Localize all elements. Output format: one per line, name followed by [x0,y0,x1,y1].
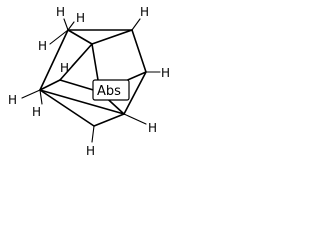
bond-h-left-upper [49,29,69,45]
bond-c1-c3 [39,29,69,91]
bond-h-center [71,43,93,67]
h-left-upper-label: H [38,39,47,53]
bond-c3-c8 [39,79,61,91]
h-label-group: H H H H H H H H H H [8,5,170,158]
abs-box [92,79,130,101]
h-bottom-mid-label: H [86,144,95,158]
h-left-lower-label: H [8,93,17,107]
bond-c1-c5 [67,29,93,45]
bond-group [39,29,147,127]
abs-label: Abs [97,84,121,99]
h-top-left-label: H [56,5,65,19]
h-bond-group [21,18,161,143]
bond-h-top-mid [67,21,75,31]
bond-c4-c7 [123,71,147,115]
molecule-structure: H H H H H H H H H H Abs [8,5,170,158]
bond-c2-c5 [91,29,133,45]
bond-h-left-lower [21,89,41,99]
bond-h-top-right [131,18,141,31]
abs-stereo-badge: Abs [92,79,130,101]
h-right-mid-label: H [161,66,170,80]
bond-c2-c4 [131,29,147,73]
h-top-right-label: H [140,5,149,19]
bond-h-bottom-right [123,113,147,125]
bond-c6-c7 [93,113,125,127]
bond-h-top-left [63,18,69,31]
h-top-mid-label: H [76,11,85,25]
bond-c3-c6 [39,89,95,127]
h-center-label: H [60,61,69,75]
bond-h-bottom-mid [91,125,95,143]
h-bottom-left-label: H [32,105,41,119]
bond-h-bottom-left [39,89,43,105]
h-bottom-right-label: H [148,121,157,135]
bond-c3-c10 [39,89,125,115]
